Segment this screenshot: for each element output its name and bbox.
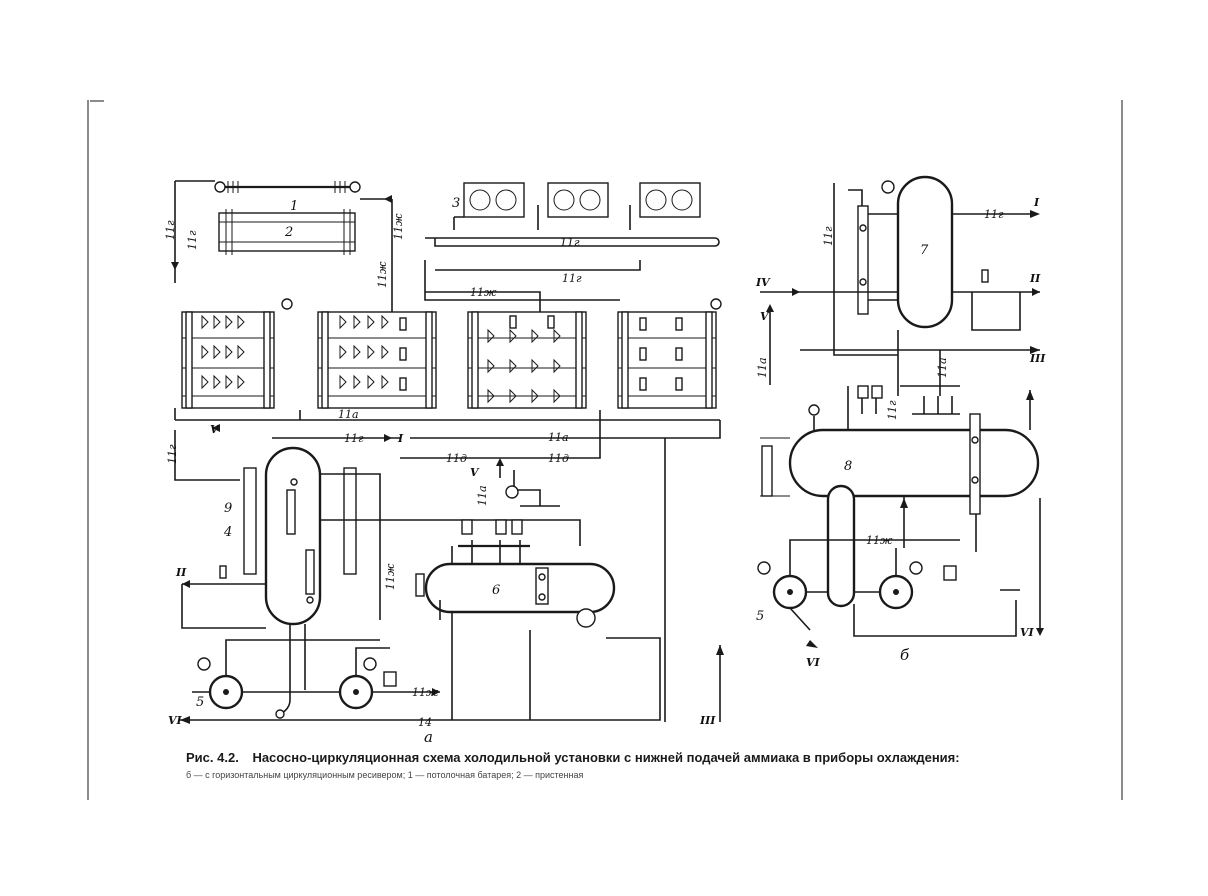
diagram-a (171, 180, 724, 724)
label-roman-IV: IV (755, 276, 771, 289)
label-item-3: 3 (452, 196, 460, 211)
label-11d-2: 11д (548, 452, 569, 465)
label-roman-VI-right: VI (1020, 626, 1035, 639)
label-11g-upper: 11г (560, 236, 580, 249)
receiver-8 (788, 428, 1040, 498)
label-item-14: 14 (418, 716, 432, 729)
label-roman-I-right: I (1033, 196, 1040, 209)
label-11zh-top2: 11ж (376, 261, 389, 288)
figure-subtitle: б — с горизонтальным циркуляционным реси… (186, 770, 584, 780)
figure-number: Рис. 4.2. (186, 750, 239, 765)
label-11a-right-2: 11а (936, 357, 949, 378)
label-11a-2: 11а (548, 431, 569, 444)
label-roman-II-right: II (1029, 272, 1041, 285)
pumps-5-left (192, 639, 440, 719)
pipe-11g-middle (424, 260, 641, 301)
label-diagram-a: а (424, 728, 433, 746)
pipe-left-11g (174, 268, 240, 481)
header-11a (174, 408, 720, 421)
header-11a-2 (410, 420, 721, 439)
label-11zh-top: 11ж (392, 213, 405, 240)
battery-groups (181, 298, 722, 409)
label-item-5-right: 5 (756, 609, 764, 624)
label-11zh-mid: 11ж (470, 286, 497, 299)
label-11g-right-v: 11г (822, 226, 835, 246)
air-coolers-3 (453, 182, 701, 230)
label-11g-right-top: 11г (984, 208, 1004, 221)
label-item-5-left: 5 (196, 695, 204, 710)
label-11a-v: 11а (476, 485, 489, 506)
label-roman-V-left: V (210, 423, 220, 436)
figure-caption: Рис. 4.2. Насосно-циркуляционная схема х… (186, 750, 1066, 765)
label-item-7: 7 (920, 243, 929, 258)
figure-subcaption: б — с горизонтальным циркуляционным реси… (186, 770, 1066, 782)
pipe-11zh-horizontal (425, 291, 541, 312)
label-roman-VII: VI (806, 656, 821, 669)
label-11g-lower: 11г (166, 444, 179, 464)
label-item-8: 8 (844, 459, 852, 474)
label-roman-V-right: V (760, 310, 770, 323)
drop-leg (826, 484, 856, 608)
label-roman-VI-left: VI (168, 714, 183, 727)
pipe-11g-upper (425, 237, 720, 247)
label-11zh-right: 11ж (866, 534, 893, 547)
label-roman-III-right: III (1029, 352, 1046, 365)
receiver-7 (896, 175, 954, 329)
label-11a-1: 11а (338, 408, 359, 421)
receiver-6 (424, 562, 616, 614)
label-11g-right-v2: 11г (886, 400, 899, 420)
line-III (664, 438, 721, 722)
label-11g-left: 11г (164, 220, 177, 240)
label-item-6: 6 (492, 583, 500, 598)
figure-title: Насосно-циркуляционная схема холодильной… (252, 750, 960, 765)
line-14 (180, 630, 661, 721)
label-roman-V-mid: V (470, 466, 480, 479)
diagram-b (757, 175, 1044, 648)
label-item-9: 9 (224, 501, 232, 516)
wall-battery-2 (218, 209, 356, 255)
label-11g-left2: 11г (186, 230, 199, 250)
label-11zh-v: 11ж (384, 563, 397, 590)
label-11zh-pump: 11ж (412, 686, 439, 699)
label-11g-middle: 11г (562, 272, 582, 285)
inlet-II (181, 583, 266, 629)
label-roman-I-left: I (397, 432, 404, 445)
label-11d-1: 11д (446, 452, 467, 465)
inlet-II-right (952, 291, 1040, 331)
label-roman-II-left: II (175, 566, 187, 579)
label-11g-bot: 11г (344, 432, 364, 445)
header-11d (400, 410, 601, 459)
label-11a-right-1: 11а (756, 357, 769, 378)
label-diagram-b: б (900, 646, 910, 664)
label-item-1: 1 (290, 199, 298, 214)
label-item-2: 2 (284, 225, 293, 240)
label-item-4: 4 (223, 525, 232, 540)
ceiling-battery-1 (174, 180, 392, 268)
label-roman-III-left: III (699, 714, 716, 727)
